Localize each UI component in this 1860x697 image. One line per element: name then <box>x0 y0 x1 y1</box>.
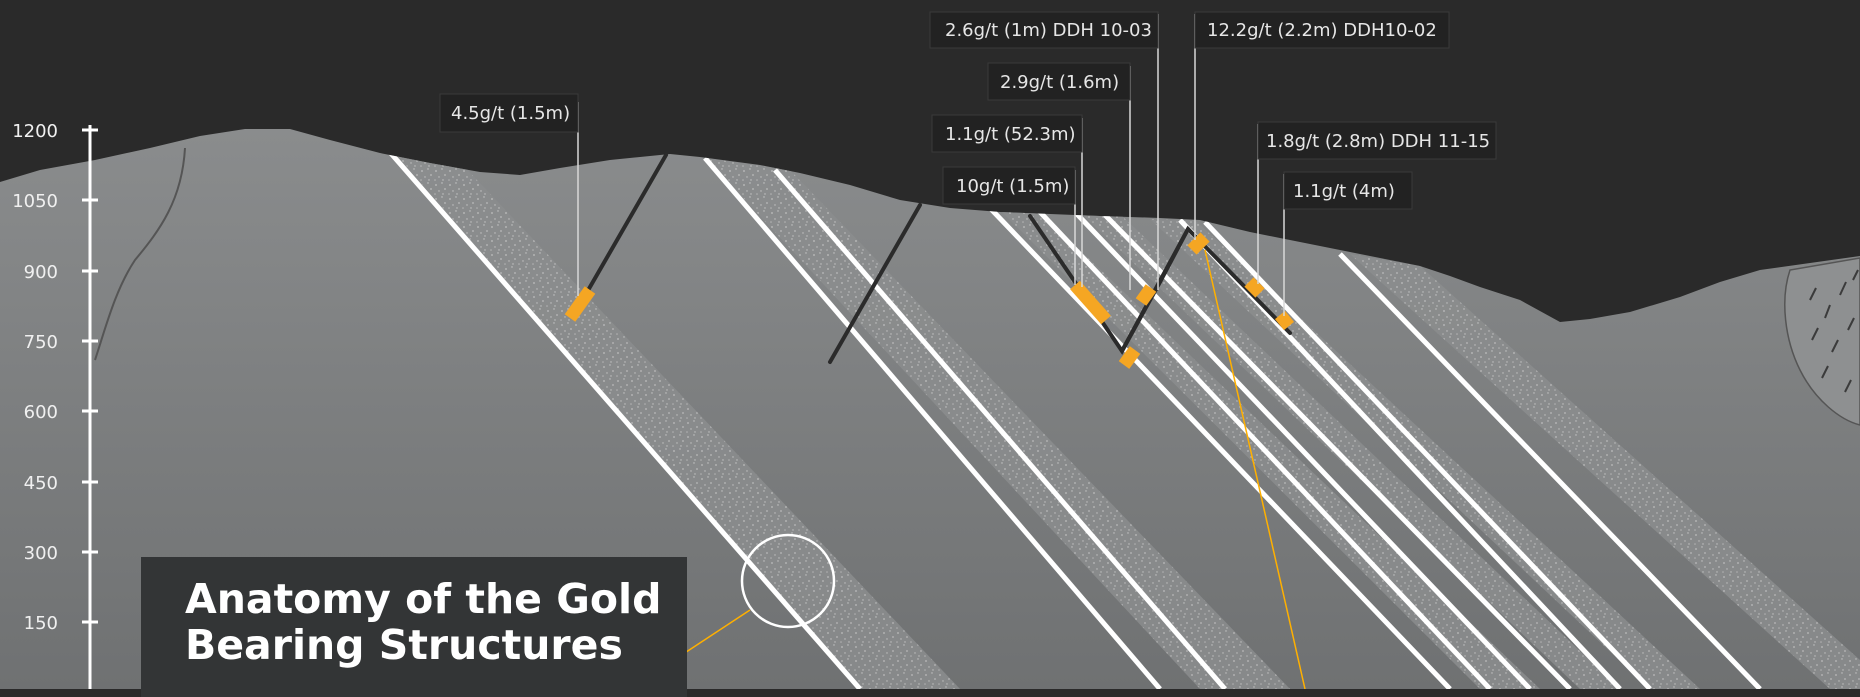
detail-circle <box>740 533 836 629</box>
mineralized-intercepts <box>564 232 1295 369</box>
y-tick-label: 750 <box>24 332 58 353</box>
y-tick-label: 600 <box>24 402 58 423</box>
intercept-label: 4.5g/t (1.5m) <box>451 103 570 124</box>
y-tick-label: 150 <box>24 613 58 634</box>
intercept-callout: 1.1g/t (52.3m) <box>931 114 1083 153</box>
intercept-callout: 1.1g/t (4m) <box>1283 171 1413 210</box>
y-axis: 1200 1050 900 750 600 450 300 150 <box>12 121 98 689</box>
y-tick-label: 300 <box>24 543 58 564</box>
y-tick-label: 900 <box>24 262 58 283</box>
page-title: Anatomy of the Gold Bearing Structures <box>185 575 662 669</box>
drill-holes <box>573 153 1292 364</box>
intercept-label: 2.9g/t (1.6m) <box>1000 72 1119 93</box>
intercept-callout: 2.6g/t (1m) DDH 10-03 <box>929 11 1159 49</box>
intercept-label: 12.2g/t (2.2m) DDH10-02 <box>1207 20 1437 41</box>
y-tick-label: 1200 <box>12 121 58 142</box>
intercept-callout: 4.5g/t (1.5m) <box>439 93 579 133</box>
title-panel <box>141 557 687 697</box>
intrusive-rock <box>1784 257 1860 426</box>
sample-callout-line <box>1204 249 1306 689</box>
intercept-label: 10g/t (1.5m) <box>956 176 1069 197</box>
y-tick-label: 1050 <box>12 191 58 212</box>
y-tick-label: 450 <box>24 473 58 494</box>
intercept-label: 2.6g/t (1m) DDH 10-03 <box>945 20 1152 41</box>
intercept-label: 1.1g/t (4m) <box>1293 181 1395 202</box>
callout-leaders <box>577 14 1285 316</box>
intercept-callout: 2.9g/t (1.6m) <box>987 62 1131 101</box>
intercept-callout: 1.8g/t (2.8m) DDH 11-15 <box>1257 121 1497 160</box>
intercept-label: 1.1g/t (52.3m) <box>945 124 1076 145</box>
lithology-contact-left <box>94 147 186 361</box>
intercept-callout: 12.2g/t (2.2m) DDH10-02 <box>1194 11 1450 49</box>
intercept-callout: 10g/t (1.5m) <box>942 166 1076 205</box>
intercept-label: 1.8g/t (2.8m) DDH 11-15 <box>1266 131 1490 152</box>
